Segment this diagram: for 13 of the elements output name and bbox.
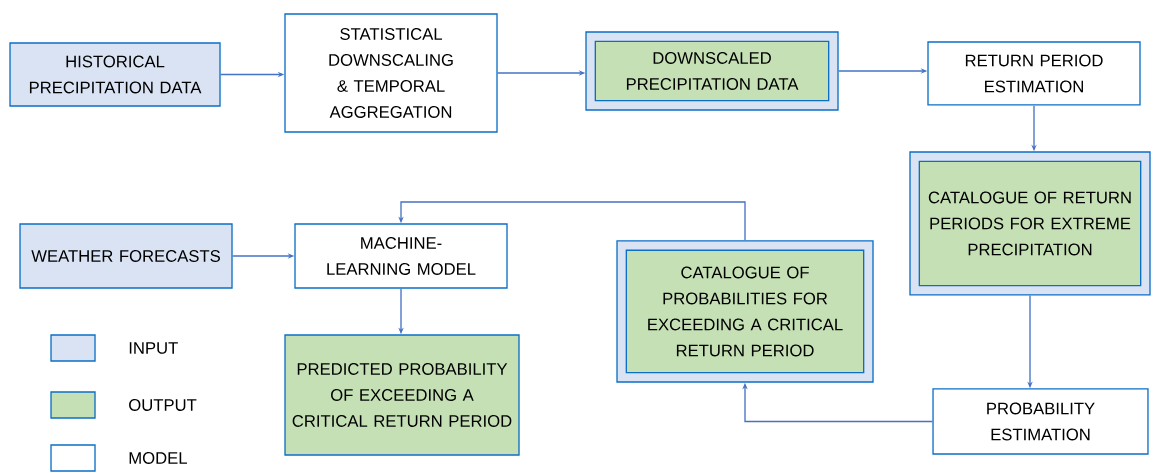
output-box: CATALOGUE OF PROBABILITIES FOR EXCEEDING A CRITICAL RETURN PERIOD [616, 240, 874, 383]
input-box: WEATHER FORECASTS [19, 223, 233, 289]
legend-label: OUTPUT [129, 399, 197, 411]
output-box: DOWNSCALED PRECIPITATION DATA [585, 31, 839, 111]
output-box: CATALOGUE OF RETURN PERIODS FOR EXTREME PRECIPITATION [909, 151, 1151, 296]
process-box: RETURN PERIOD ESTIMATION [927, 41, 1141, 106]
process-box: STATISTICAL DOWNSCALING & TEMPORAL AGGREGATION [284, 13, 498, 133]
input-box: HISTORICAL PRECIPITATION DATA [9, 42, 221, 107]
legend-label: MODEL [129, 452, 187, 464]
process-box: MACHINE-LEARNING MODEL [294, 223, 508, 289]
output-box: PREDICTED PROBABILITY OF EXCEEDING A CRITICAL RETURN PERIOD [284, 334, 520, 456]
legend-label: INPUT [129, 342, 178, 354]
process-box: PROBABILITY ESTIMATION [932, 388, 1149, 455]
